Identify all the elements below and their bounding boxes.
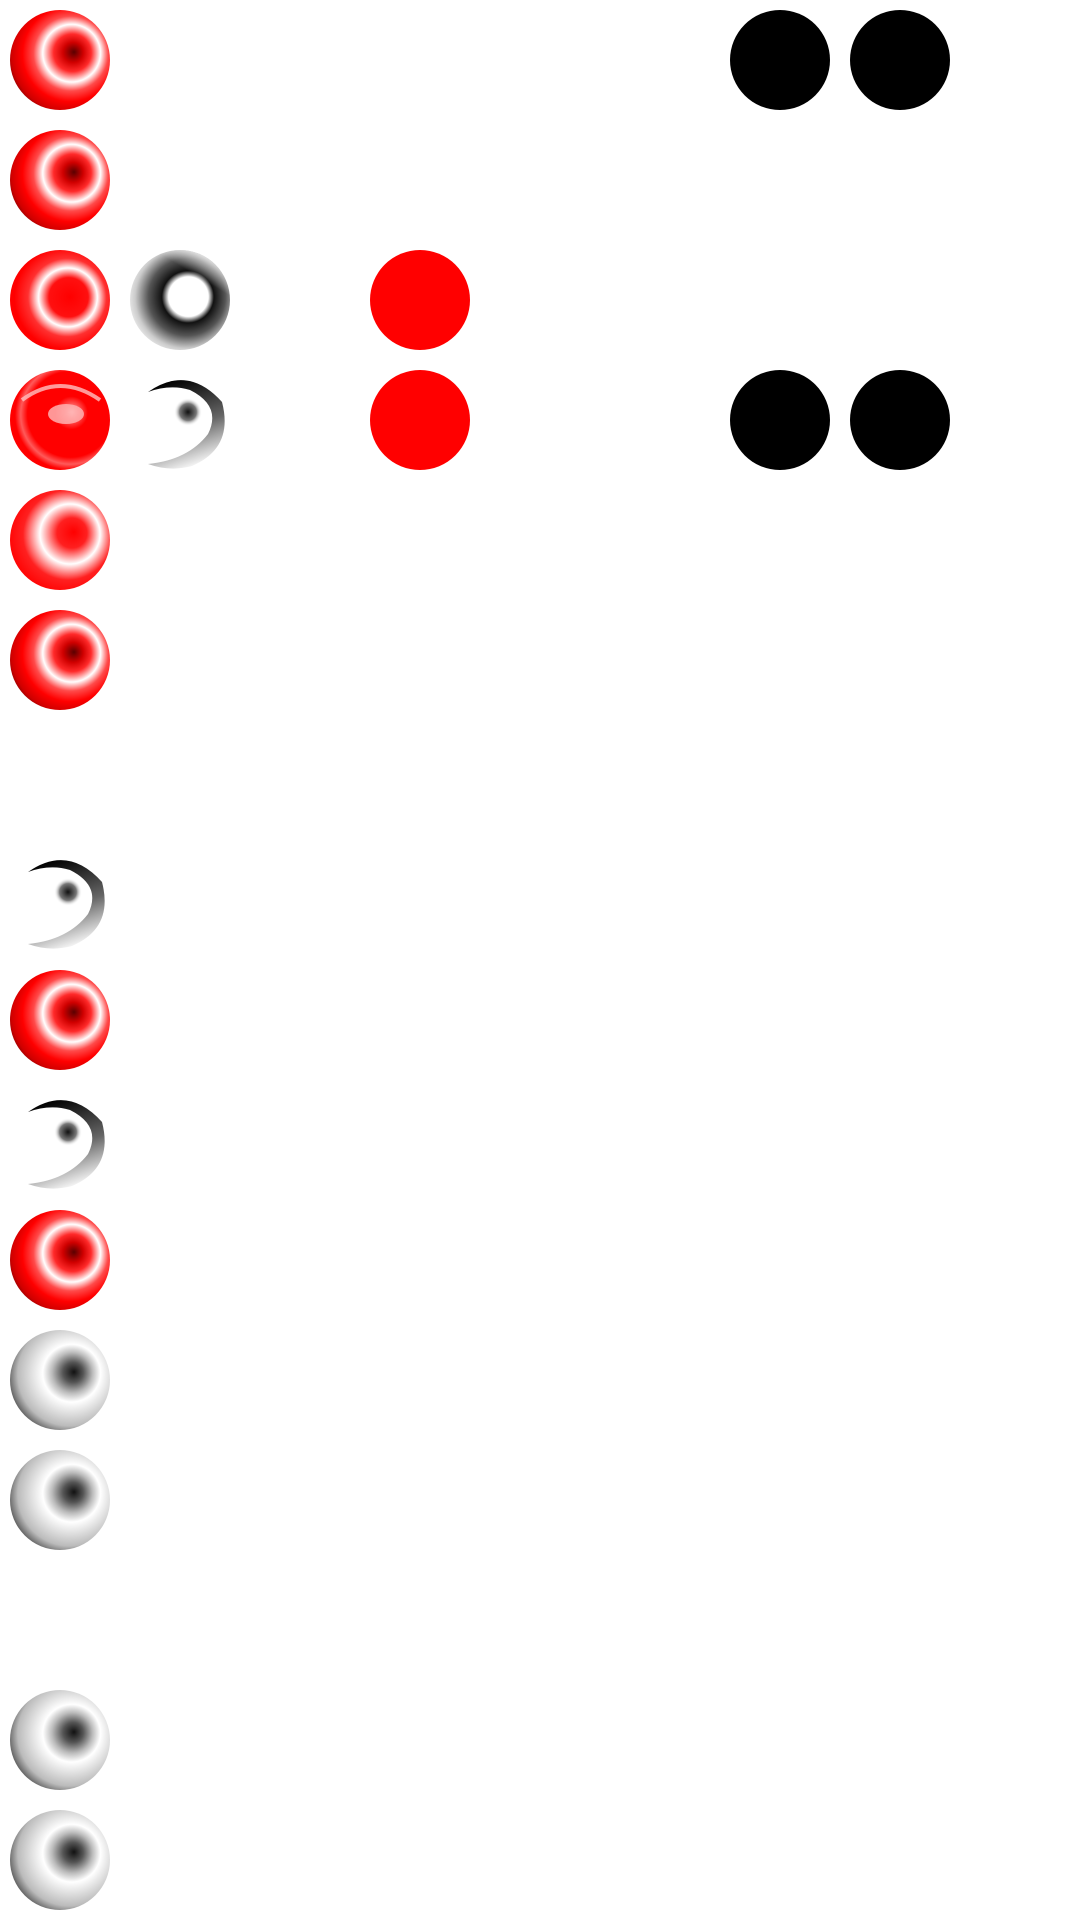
sphere-graphic: [370, 250, 470, 350]
sphere-red-soft: [10, 250, 110, 350]
sphere-graphic: [10, 850, 110, 950]
sphere-red-multiring: [10, 490, 110, 590]
sphere-graphic: [10, 490, 110, 590]
sphere-gray-crescent: [10, 1090, 110, 1190]
sphere-red-rings: [10, 1210, 110, 1310]
sphere-graphic: [130, 250, 230, 350]
sphere-graphic: [730, 10, 830, 110]
sphere-graphic: [10, 10, 110, 110]
sphere-gray-crescent: [10, 850, 110, 950]
sphere-solid-black: [850, 10, 950, 110]
sphere-solid-black: [850, 370, 950, 470]
sphere-graphic: [10, 610, 110, 710]
sphere-gray-rings: [10, 1810, 110, 1910]
sphere-graphic: [850, 10, 950, 110]
sphere-gray-crescent: [130, 370, 230, 470]
sphere-graphic: [10, 970, 110, 1070]
sphere-red-rings: [10, 970, 110, 1070]
sphere-red-rings: [10, 130, 110, 230]
sphere-graphic: [10, 1210, 110, 1310]
sphere-graphic: [130, 370, 230, 470]
sphere-graphic: [10, 1810, 110, 1910]
sphere-red-rings: [10, 10, 110, 110]
sphere-solid-red: [370, 250, 470, 350]
sphere-gray-rings: [10, 1450, 110, 1550]
sphere-graphic: [10, 1690, 110, 1790]
sphere-graphic: [10, 370, 110, 470]
sphere-solid-black: [730, 10, 830, 110]
sphere-solid-red: [370, 370, 470, 470]
sphere-red-rings: [10, 610, 110, 710]
sphere-graphic: [10, 250, 110, 350]
sphere-graphic: [10, 1330, 110, 1430]
sphere-graphic: [10, 130, 110, 230]
sphere-red-glossy: [10, 370, 110, 470]
sphere-gray-rings: [10, 1330, 110, 1430]
sphere-solid-black: [730, 370, 830, 470]
sphere-graphic: [10, 1450, 110, 1550]
sphere-gray-rings: [10, 1690, 110, 1790]
sphere-graphic: [10, 1090, 110, 1190]
sphere-graphic: [730, 370, 830, 470]
sphere-gray-donut-clipped: [130, 250, 230, 350]
sphere-graphic: [370, 370, 470, 470]
sphere-graphic: [850, 370, 950, 470]
